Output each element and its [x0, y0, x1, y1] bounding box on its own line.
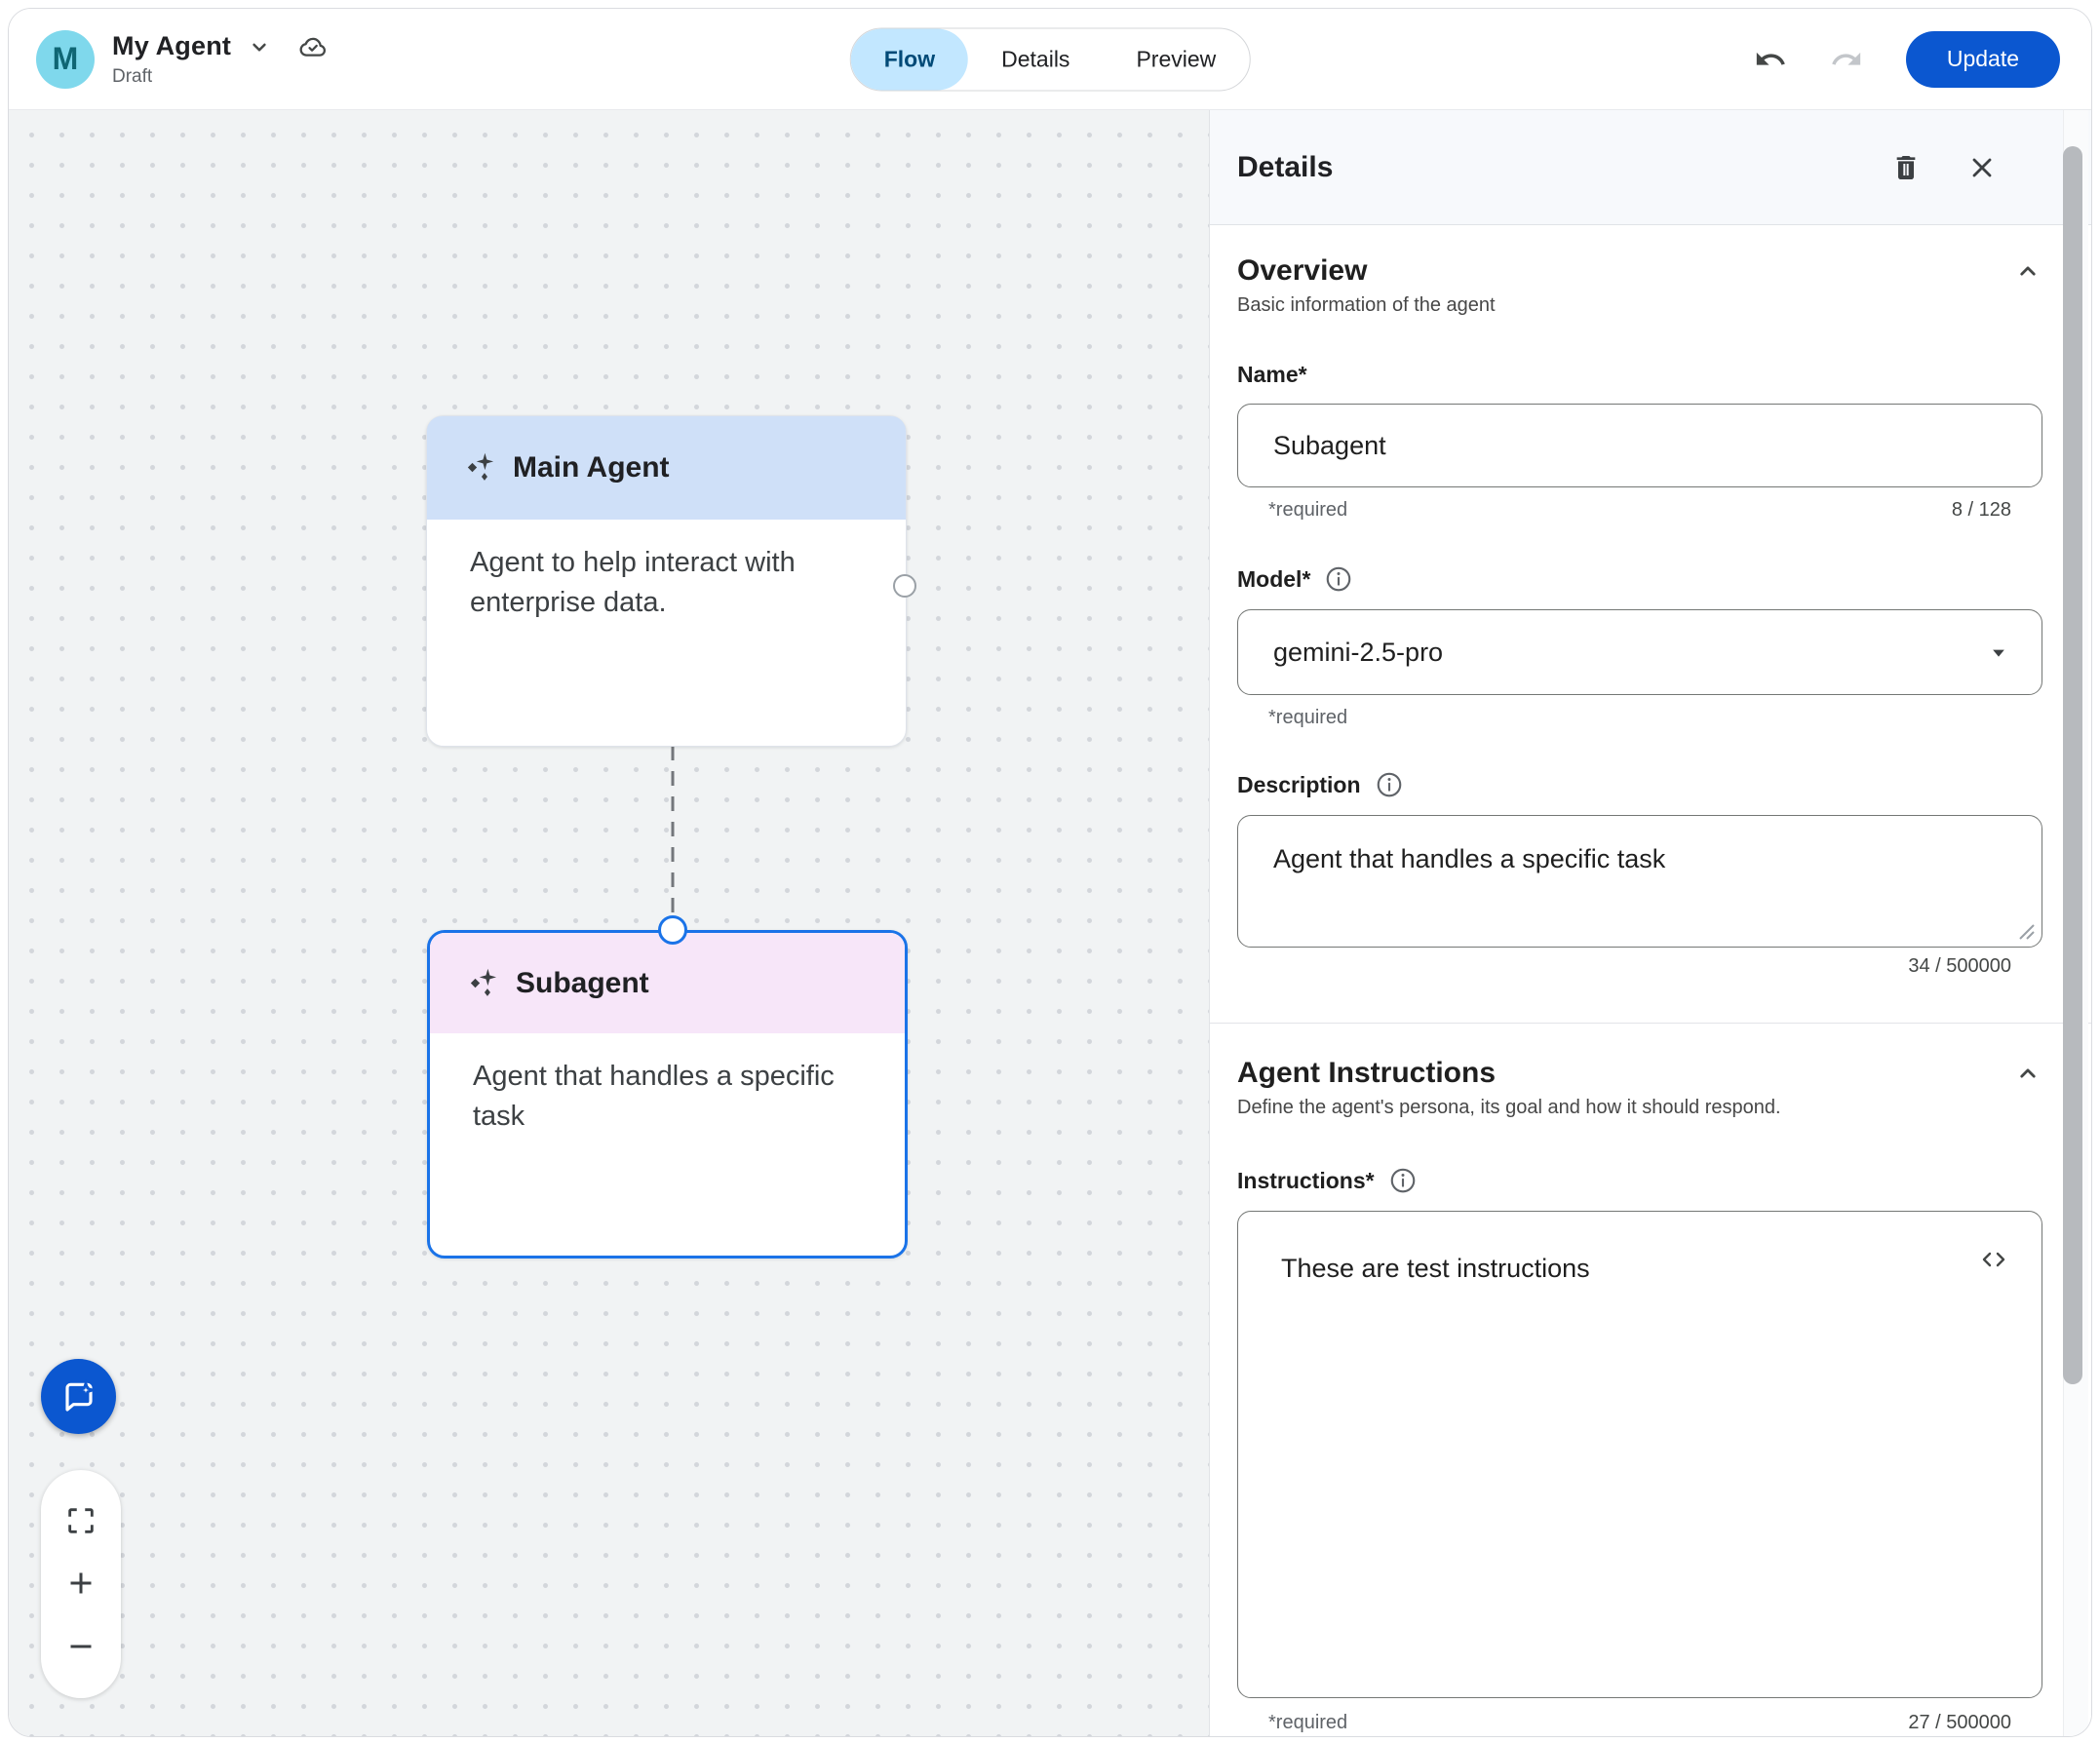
model-selected-value: gemini-2.5-pro	[1273, 637, 1444, 667]
status-badge: Draft	[112, 65, 153, 87]
node-description: Agent to help interact with enterprise d…	[470, 547, 796, 618]
chevron-down-icon[interactable]	[247, 34, 272, 59]
instructions-char-counter: 27 / 500000	[1908, 1712, 2011, 1733]
overview-subheading: Basic information of the agent	[1237, 294, 1496, 316]
update-button[interactable]: Update	[1905, 30, 2060, 88]
chat-assistant-button[interactable]	[41, 1359, 116, 1434]
agent-sparkle-icon	[465, 966, 500, 1001]
agent-instructions-heading: Agent Instructions	[1237, 1057, 1497, 1089]
node-description: Agent that handles a specific task	[473, 1061, 835, 1132]
chat-sparkle-icon	[59, 1377, 98, 1416]
description-char-counter: 34 / 500000	[1908, 955, 2011, 977]
details-panel-header: Details	[1210, 110, 2091, 225]
avatar: M	[36, 29, 95, 89]
undo-icon[interactable]	[1754, 43, 1787, 76]
resize-handle-icon[interactable]	[2016, 921, 2036, 941]
section-divider	[1210, 1023, 2091, 1024]
model-required-hint: *required	[1268, 707, 1348, 728]
instructions-textarea[interactable]: These are test instructions	[1237, 1211, 2042, 1698]
tab-preview[interactable]: Preview	[1136, 46, 1217, 71]
description-info-icon[interactable]	[1375, 770, 1404, 799]
agent-sparkle-icon	[462, 450, 497, 485]
model-info-icon[interactable]	[1324, 564, 1353, 594]
name-label: Name*	[1237, 362, 1307, 387]
edge-connector	[671, 746, 675, 917]
panel-title: Details	[1237, 150, 1334, 183]
description-textarea[interactable]: Agent that handles a specific task	[1237, 815, 2042, 948]
app-header: M My Agent Draft Flow Details Preview	[9, 9, 2091, 110]
name-required-hint: *required	[1268, 499, 1348, 521]
model-label: Model*	[1237, 565, 1311, 592]
zoom-out-icon[interactable]	[63, 1629, 98, 1664]
view-switcher: Flow Details Preview	[849, 27, 1251, 91]
instructions-label: Instructions*	[1237, 1167, 1375, 1193]
redo-icon[interactable]	[1830, 43, 1863, 76]
canvas-zoom-toolbar	[41, 1470, 121, 1698]
node-title: Subagent	[516, 966, 649, 999]
fit-view-icon[interactable]	[64, 1504, 97, 1537]
output-port-handle[interactable]	[893, 574, 916, 598]
panel-scrollbar[interactable]	[2063, 110, 2088, 1736]
node-main-agent-header: Main Agent	[427, 416, 906, 520]
model-select[interactable]: gemini-2.5-pro	[1237, 609, 2042, 695]
cloud-saved-icon	[297, 31, 329, 62]
close-icon[interactable]	[1966, 152, 1998, 183]
tab-flow[interactable]: Flow	[850, 28, 969, 90]
agent-title-block: My Agent Draft	[112, 31, 329, 88]
zoom-in-icon[interactable]	[63, 1566, 98, 1601]
caret-down-icon	[1985, 639, 2012, 666]
collapse-overview-icon[interactable]	[2013, 256, 2042, 286]
input-port-handle[interactable]	[658, 915, 687, 945]
node-title: Main Agent	[513, 451, 670, 484]
flow-canvas[interactable]: Main Agent Agent to help interact with e…	[9, 110, 1209, 1736]
name-char-counter: 8 / 128	[1951, 499, 2011, 521]
instructions-required-hint: *required	[1268, 1712, 1348, 1733]
node-main-agent[interactable]: Main Agent Agent to help interact with e…	[426, 415, 907, 747]
code-view-icon[interactable]	[1978, 1244, 2009, 1275]
page-title: My Agent	[112, 31, 232, 60]
scrollbar-thumb[interactable]	[2063, 146, 2082, 1384]
agent-instructions-subheading: Define the agent's persona, its goal and…	[1237, 1097, 1781, 1118]
details-panel-body: Overview Basic information of the agent …	[1210, 225, 2091, 1736]
tab-details[interactable]: Details	[1001, 46, 1070, 71]
node-subagent-header: Subagent	[430, 933, 905, 1033]
collapse-instructions-icon[interactable]	[2013, 1059, 2042, 1088]
details-panel: Details Overview	[1209, 110, 2091, 1736]
description-label: Description	[1237, 771, 1361, 797]
overview-heading: Overview	[1237, 254, 1368, 287]
app-window: M My Agent Draft Flow Details Preview	[8, 8, 2092, 1737]
name-input[interactable]	[1237, 404, 2042, 487]
delete-icon[interactable]	[1890, 152, 1922, 183]
node-subagent[interactable]: Subagent Agent that handles a specific t…	[427, 930, 908, 1259]
instructions-info-icon[interactable]	[1388, 1166, 1418, 1195]
